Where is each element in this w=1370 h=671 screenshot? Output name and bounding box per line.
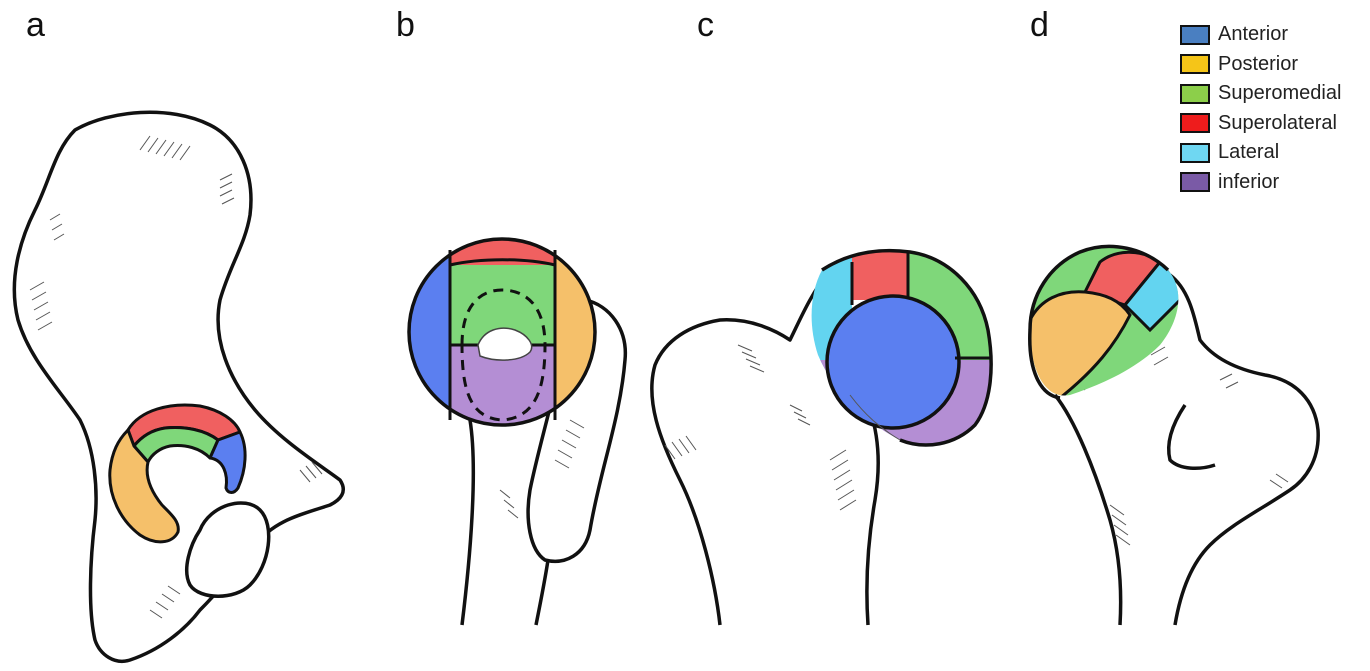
legend-swatch-posterior [1180,54,1210,74]
pelvis-illustration [14,112,343,661]
legend-item-inferior: inferior [1180,168,1341,198]
legend-item-superomedial: Superomedial [1180,79,1341,109]
legend-label-lateral: Lateral [1218,141,1279,164]
legend-label-superomedial: Superomedial [1218,82,1341,105]
legend-label-posterior: Posterior [1218,53,1298,76]
proximal-femur-anterior [652,240,1000,625]
legend-item-lateral: Lateral [1180,138,1341,168]
legend-swatch-inferior [1180,172,1210,192]
legend-label-anterior: Anterior [1218,23,1288,46]
head-c-anterior [827,296,959,428]
femur-d-inner [1055,395,1121,625]
pelvis-outline [14,112,343,661]
legend: Anterior Posterior Superomedial Superola… [1180,20,1341,197]
legend-swatch-anterior [1180,25,1210,45]
legend-swatch-superomedial [1180,84,1210,104]
femoral-head-en-face [405,235,625,625]
legend-label-superolateral: Superolateral [1218,112,1337,135]
head-c-superolateral [852,240,908,300]
proximal-femur-lateral [1020,235,1318,625]
legend-item-superolateral: Superolateral [1180,109,1341,139]
legend-item-posterior: Posterior [1180,50,1341,80]
legend-swatch-lateral [1180,143,1210,163]
legend-label-inferior: inferior [1218,171,1279,194]
legend-item-anterior: Anterior [1180,20,1341,50]
legend-swatch-superolateral [1180,113,1210,133]
